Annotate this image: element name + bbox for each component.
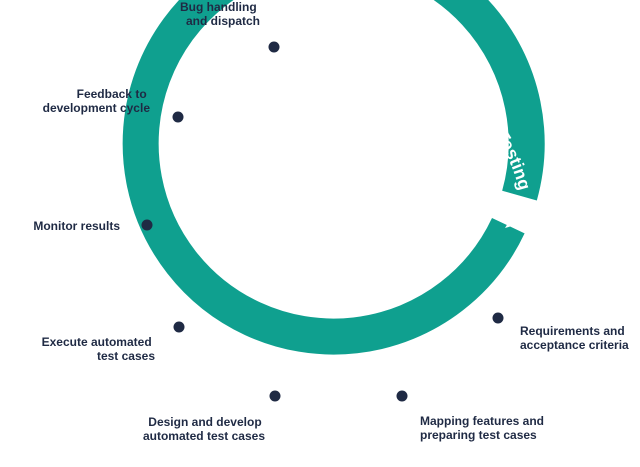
step-dot-monitor — [141, 219, 153, 231]
step-label-monitor: Monitor results — [33, 219, 120, 233]
step-dot-execute — [173, 321, 185, 333]
step-label-bug-handling: Bug handling and dispatch — [180, 0, 260, 28]
step-dot-bug-handling — [268, 41, 280, 53]
step-label-design: Design and develop automated test cases — [143, 415, 265, 443]
step-dot-requirements — [492, 312, 504, 324]
step-label-execute: Execute automated test cases — [42, 335, 156, 363]
step-label-mapping: Mapping features and preparing test case… — [420, 414, 547, 442]
step-dot-feedback — [172, 111, 184, 123]
cycle-ring — [122, 0, 545, 355]
step-label-feedback: Feedback to development cycle — [43, 87, 151, 115]
step-label-requirements: Requirements and acceptance criteria — [520, 324, 629, 352]
step-dot-mapping — [396, 390, 408, 402]
step-dot-design — [269, 390, 281, 402]
cycle-arrow-notch — [505, 213, 540, 228]
